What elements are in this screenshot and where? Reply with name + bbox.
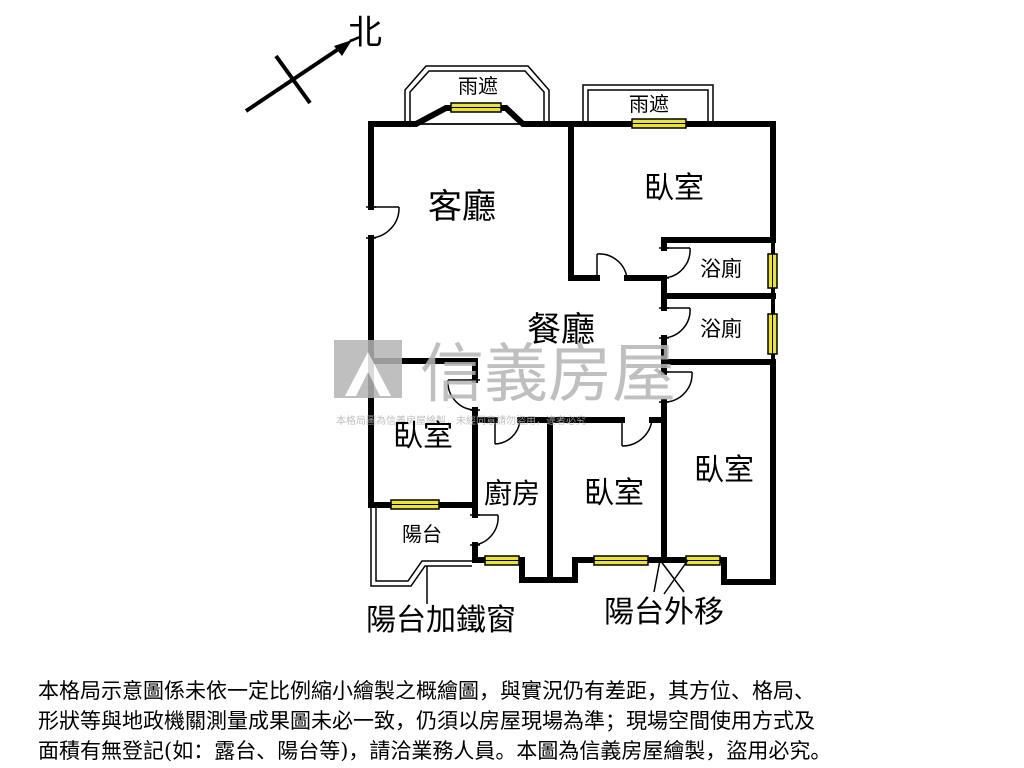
balcony-outline — [370, 505, 472, 587]
room-label-bedroom-se: 臥室 — [694, 453, 754, 488]
compass-label: 北 — [348, 13, 382, 53]
room-label-bedroom-s: 臥室 — [584, 476, 644, 511]
floor-plan: 北 雨遮 雨遮 — [244, 13, 778, 638]
annotation-balcony-moved-out: 陽台外移 — [604, 595, 724, 630]
room-label-kitchen: 廚房 — [484, 477, 540, 510]
canopy-right-label: 雨遮 — [629, 92, 669, 116]
windows — [390, 102, 778, 566]
compass-arrow-line — [244, 42, 348, 113]
disclaimer: 本格局示意圖係未依一定比例縮小繪製之概繪圖，與實況仍有差距，其方位、格局、 形狀… — [38, 676, 998, 766]
annotation-leaders — [426, 559, 689, 604]
room-label-living: 客廳 — [428, 187, 496, 227]
disclaimer-line-1: 本格局示意圖係未依一定比例縮小繪製之概繪圖，與實況仍有差距，其方位、格局、 — [38, 679, 815, 703]
canopy-right: 雨遮 — [582, 84, 714, 124]
door-jambs — [366, 206, 669, 546]
canopy-left-label: 雨遮 — [458, 74, 498, 98]
watermark-brand: 信義房屋 — [420, 338, 676, 412]
disclaimer-line-3: 面積有無登記(如：露台、陽台等)，請洽業務人員。本圖為信義房屋繪製，盜用必究。 — [38, 739, 832, 763]
room-label-bedroom-w: 臥室 — [393, 419, 453, 454]
room-label-dining: 餐廳 — [527, 310, 595, 350]
walls — [368, 105, 776, 585]
room-label-bath-upper: 浴廁 — [700, 257, 742, 281]
watermark-logo — [334, 340, 402, 398]
annotation-balcony-iron-window: 陽台加鐵窗 — [366, 603, 516, 638]
room-label-bedroom-ne: 臥室 — [644, 171, 704, 206]
watermark-small-text: 本格局圖為信義房屋繪製，未經同意請勿盜用，違者必究 — [336, 414, 586, 427]
disclaimer-line-2: 形狀等與地政機關測量成果圖未必一致，仍須以房屋現場為準；現場空間使用方式及 — [38, 709, 815, 733]
compass-arrow-head — [334, 40, 352, 56]
room-label-bath-lower: 浴廁 — [700, 317, 742, 341]
watermark: 信義房屋 本格局圖為信義房屋繪製，未經同意請勿盜用，違者必究 — [334, 338, 676, 427]
room-label-balcony: 陽台 — [402, 522, 442, 546]
compass-cross-line — [274, 54, 312, 105]
north-compass: 北 — [244, 13, 382, 113]
